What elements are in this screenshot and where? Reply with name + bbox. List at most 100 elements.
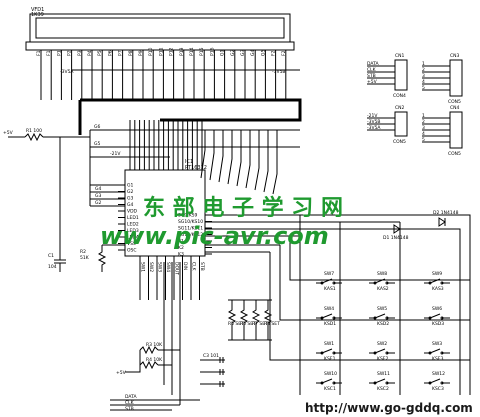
set-resistor-label: R6 SET [240, 321, 256, 327]
ic-right-pin-label: SG9/KS9 [178, 213, 198, 219]
power-input: +5V R1 100 C1 104 [3, 128, 90, 272]
key-switch [316, 378, 342, 384]
ic-right-pin-label: SG11/KS11 [178, 226, 203, 232]
connector-body [394, 59, 408, 91]
key-sw-label: SW2 [377, 341, 387, 347]
ic-bottom-pin-label: SW2 [148, 262, 154, 272]
key-name-label: KSD2 [377, 321, 389, 327]
r4-label: R4 10K [146, 357, 163, 363]
connector-pin-label: 3 [422, 125, 425, 131]
key-sw-label: SW11 [377, 371, 390, 377]
key-name-label: KSC2 [377, 386, 389, 392]
rail-left-label: -3V5A [60, 69, 74, 75]
key-sw-label: SW10 [324, 371, 337, 377]
ic-left-pin-label: VSS [127, 241, 136, 247]
vfd-pin-label: F2 [271, 50, 277, 56]
key-sw-label: SW7 [324, 271, 334, 277]
r1-label: R1 100 [26, 128, 42, 134]
c1-value: 104 [48, 264, 57, 270]
ic-left-pin-label: G1 [127, 183, 133, 189]
segment-line [209, 130, 215, 181]
data-label: DATA [125, 394, 138, 400]
r3-label: R3 10K [146, 342, 163, 348]
g-label-4: G4 [95, 186, 101, 192]
connectors: CN1CON4DATACLKSTB+5VCN3CON512345CN2CON5-… [367, 53, 463, 157]
key-contact [440, 351, 444, 355]
key-contact [428, 351, 432, 355]
ic-left-pin-label: G2 [127, 189, 133, 195]
key-contact [385, 316, 389, 320]
ic-right-pin-label: K1 [178, 239, 184, 245]
vfd-pin-label: F1 [36, 50, 42, 56]
key-name-label: KAS2 [377, 286, 389, 292]
ic-left-pin-label: LED3 [127, 228, 139, 234]
vfd-pin-label: P16 [209, 47, 215, 56]
connector-body [394, 111, 408, 137]
key-contact [385, 351, 389, 355]
key-matrix: SW7KAS1SW8KAS2SW9KAS3SW4KSD1SW5KSD2SW6KS… [316, 271, 450, 392]
set-resistor-label: R5 SET [228, 321, 244, 327]
connector-pin-label: STB [367, 73, 376, 79]
key-sw-label: SW1 [324, 341, 334, 347]
g-label-5: G3 [95, 193, 101, 199]
watermark-url: www.pic-avr.com [100, 222, 329, 250]
key-contact [440, 381, 444, 385]
r2-value: 51K [80, 255, 90, 261]
clk-label: CLK [125, 400, 135, 406]
ic-bottom-pin-label: DOUT [174, 262, 180, 275]
key-contact [320, 351, 324, 355]
rail-right-label: -3V5B [272, 69, 286, 75]
segment-line [272, 130, 278, 195]
key-contact [373, 316, 377, 320]
set-resistor-bus [228, 299, 272, 341]
vdd-line-label: -21V [110, 151, 121, 157]
connector-pin-label: -3V5A [367, 125, 381, 131]
connector-pin-label: 4 [422, 79, 425, 85]
ic-left-pin-label: G4 [127, 202, 133, 208]
ic-bottom-pin-label: STB [199, 262, 205, 271]
ic-bottom-pin-label: SW1 [140, 262, 146, 272]
vfd-pin-label: P8 [128, 50, 134, 56]
vfd-pin-label: P5 [97, 50, 103, 56]
watermark-chinese: 东 部 电 子 学 习 网 [143, 195, 343, 221]
vfd-pin-label: P12 [169, 47, 175, 56]
ic-bottom-pin-label: CLK [191, 262, 197, 272]
segment-line [200, 130, 206, 179]
set-resistor [263, 300, 273, 340]
watermark-footer: http://www.go-gddq.com [305, 401, 473, 415]
key-lines: D1 1N4148 D2 1N4148 [205, 210, 471, 395]
vfd-pin-leads [40, 50, 287, 100]
connector-pin-label: 5 [422, 85, 425, 91]
g-label-6: G2 [95, 200, 101, 206]
vfd-pin-label: P11 [158, 47, 164, 56]
vin-label: +5V [3, 130, 14, 136]
key-contact [373, 381, 377, 385]
key-name-label: KAS1 [324, 286, 336, 292]
ic-left-pin-label: VDD [127, 209, 138, 215]
connector-name: CON4 [393, 93, 406, 99]
key-contact [385, 381, 389, 385]
d1-label: D1 1N4148 [383, 235, 409, 241]
key-switch [424, 378, 450, 384]
key-contact [428, 281, 432, 285]
key-sw-label: SW6 [432, 306, 442, 312]
segment-line [263, 130, 269, 193]
set-resistor [251, 300, 261, 340]
vfd-pin-label: P6 [107, 50, 113, 56]
connector-name: CON5 [393, 139, 406, 145]
key-switch [424, 313, 450, 319]
key-switch [369, 313, 395, 319]
segment-line [227, 130, 233, 185]
main-bus [80, 98, 302, 122]
key-contact [373, 281, 377, 285]
key-contact [428, 316, 432, 320]
key-contact [332, 316, 336, 320]
set-resistor [239, 300, 249, 340]
connector-pin-label: 1 [422, 61, 425, 67]
key-name-label: KSC1 [324, 386, 336, 392]
key-name-label: KSE2 [377, 356, 389, 362]
vfd-pin-label: P10 [148, 47, 154, 56]
vfd-pin-label: G3 [240, 50, 246, 56]
